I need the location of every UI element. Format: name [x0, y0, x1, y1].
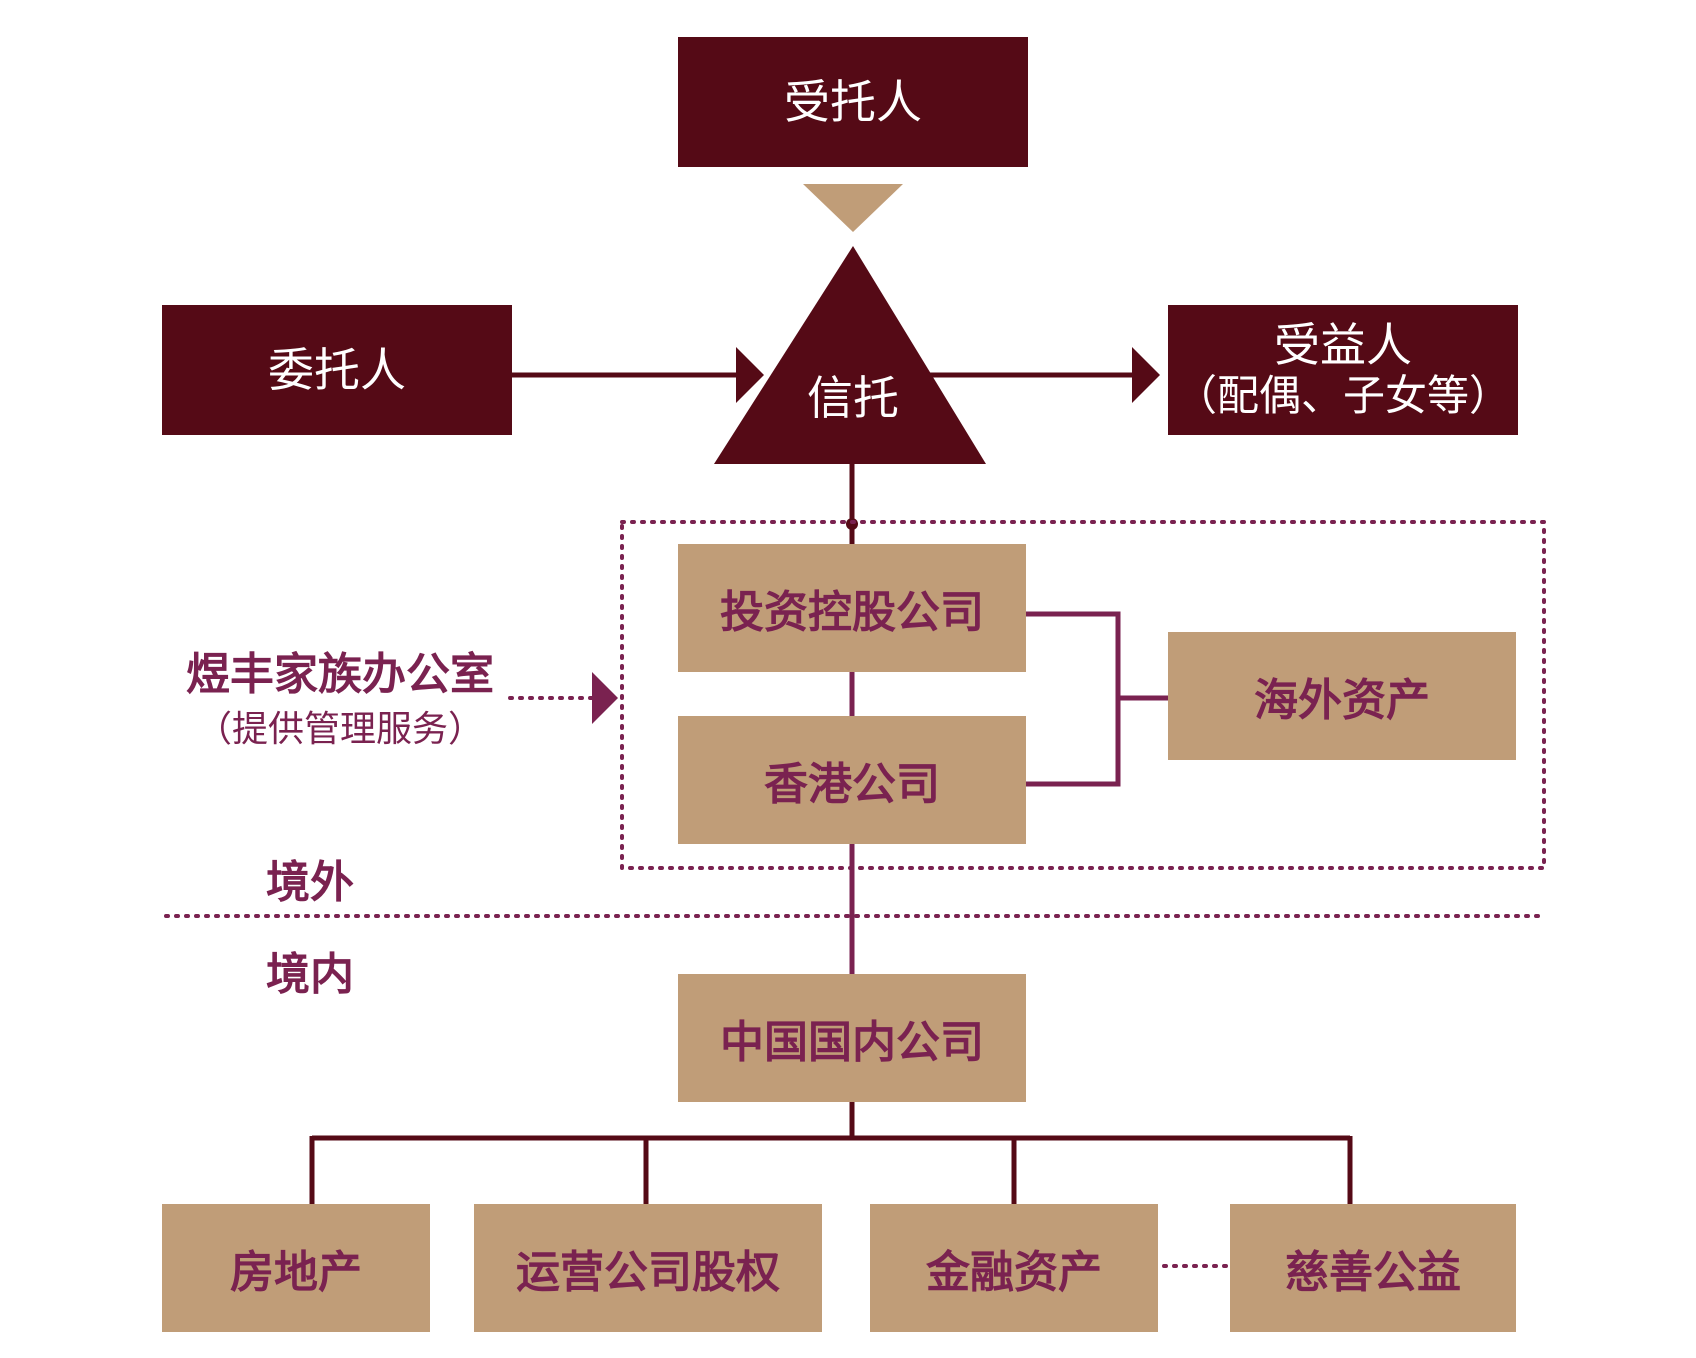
charity-label: 慈善公益	[1285, 1247, 1461, 1298]
settlor-label: 委托人	[268, 342, 406, 397]
family-office-arrowhead	[592, 672, 618, 724]
trustee-label: 受托人	[784, 74, 922, 129]
beneficiary-box: 受益人 （配偶、子女等）	[1168, 305, 1518, 435]
trust-label: 信托	[807, 371, 899, 425]
offshore-label: 境外	[266, 857, 354, 908]
overseas-assets-box: 海外资产	[1168, 632, 1516, 760]
beneficiary-label: 受益人	[1274, 318, 1412, 373]
operating-equity-box: 运营公司股权	[474, 1204, 822, 1332]
overseas-assets-label: 海外资产	[1254, 675, 1430, 726]
operating-equity-label: 运营公司股权	[516, 1247, 780, 1298]
real-estate-label: 房地产	[230, 1247, 362, 1298]
settlor-to-trust-arrowhead	[736, 347, 764, 403]
trust-to-beneficiary-arrowhead	[1132, 347, 1160, 403]
real-estate-box: 房地产	[162, 1204, 430, 1332]
china-company-box: 中国国内公司	[678, 974, 1026, 1102]
financial-assets-box: 金融资产	[870, 1204, 1158, 1332]
trust-triangle	[714, 246, 986, 464]
holding-company-label: 投资控股公司	[720, 587, 984, 638]
holding-company-box: 投资控股公司	[678, 544, 1026, 672]
settlor-box: 委托人	[162, 305, 512, 435]
offshore-dotted-frame	[620, 520, 1546, 870]
trustee-pointer-triangle	[803, 184, 903, 232]
onshore-label: 境内	[266, 949, 354, 1000]
beneficiary-note: （配偶、子女等）	[1174, 371, 1511, 421]
charity-box: 慈善公益	[1230, 1204, 1516, 1332]
trustee-box: 受托人	[678, 37, 1028, 167]
family-office-note: （提供管理服务）	[195, 709, 484, 750]
china-company-label: 中国国内公司	[720, 1017, 984, 1068]
financial-assets-label: 金融资产	[926, 1247, 1102, 1298]
family-office-label: 煜丰家族办公室	[186, 649, 494, 700]
overseas-bracket	[1026, 611, 1121, 787]
hk-company-label: 香港公司	[764, 759, 940, 810]
hk-company-box: 香港公司	[678, 716, 1026, 844]
